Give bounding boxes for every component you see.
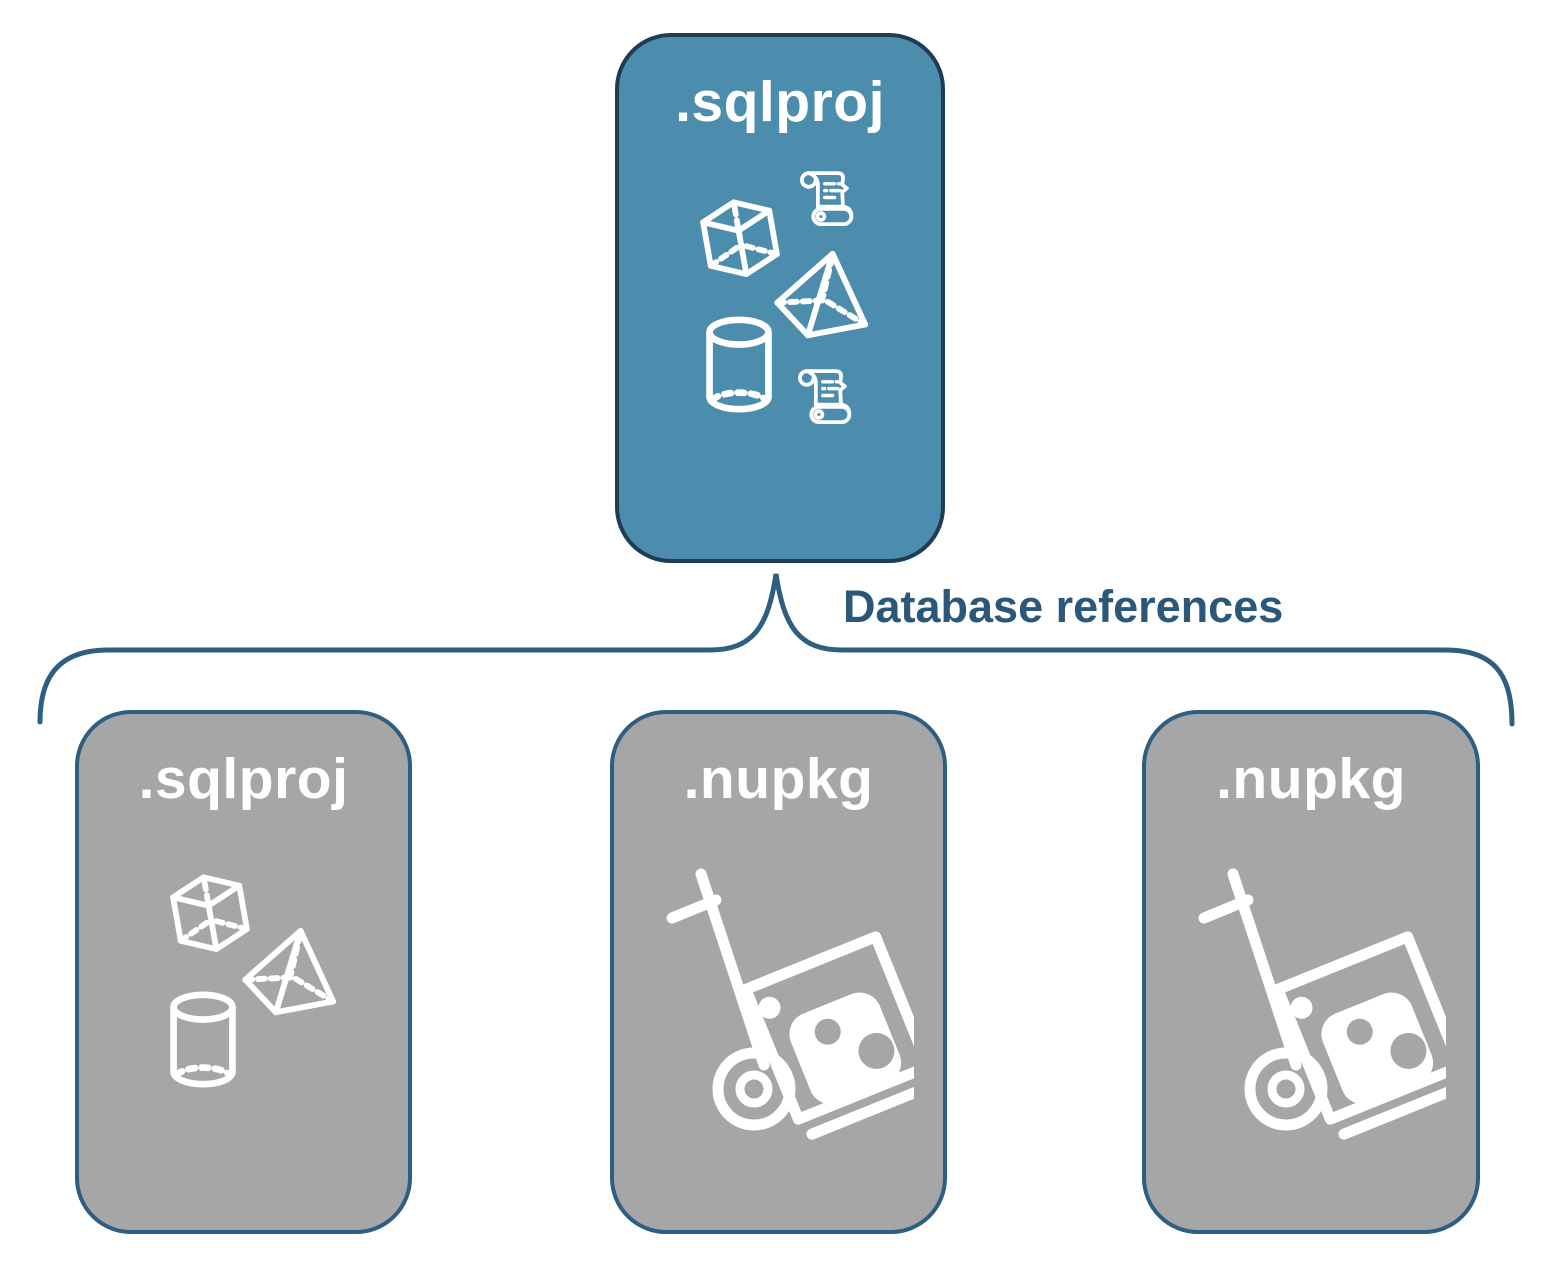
child-node-label: .nupkg (683, 747, 874, 811)
child-node-nupkg-2: .nupkg (1142, 710, 1480, 1234)
scroll-icon (790, 365, 860, 429)
cylinder-icon (165, 990, 241, 1089)
nuget-handtruck-icon (664, 860, 914, 1140)
cylinder-icon (701, 315, 777, 414)
parent-node-label: .sqlproj (675, 70, 885, 134)
pyramid-icon (237, 924, 345, 1022)
child-node-label: .nupkg (1216, 747, 1406, 811)
child-node-label: .sqlproj (138, 747, 349, 811)
database-references-label: Database references (843, 581, 1284, 632)
scroll-icon (792, 167, 862, 231)
child-node-sqlproj: .sqlproj (75, 710, 412, 1234)
child-node-nupkg-1: .nupkg (610, 710, 947, 1234)
nuget-handtruck-icon (1196, 860, 1446, 1140)
parent-node-sqlproj: .sqlproj (615, 33, 945, 563)
pyramid-icon (769, 247, 877, 345)
